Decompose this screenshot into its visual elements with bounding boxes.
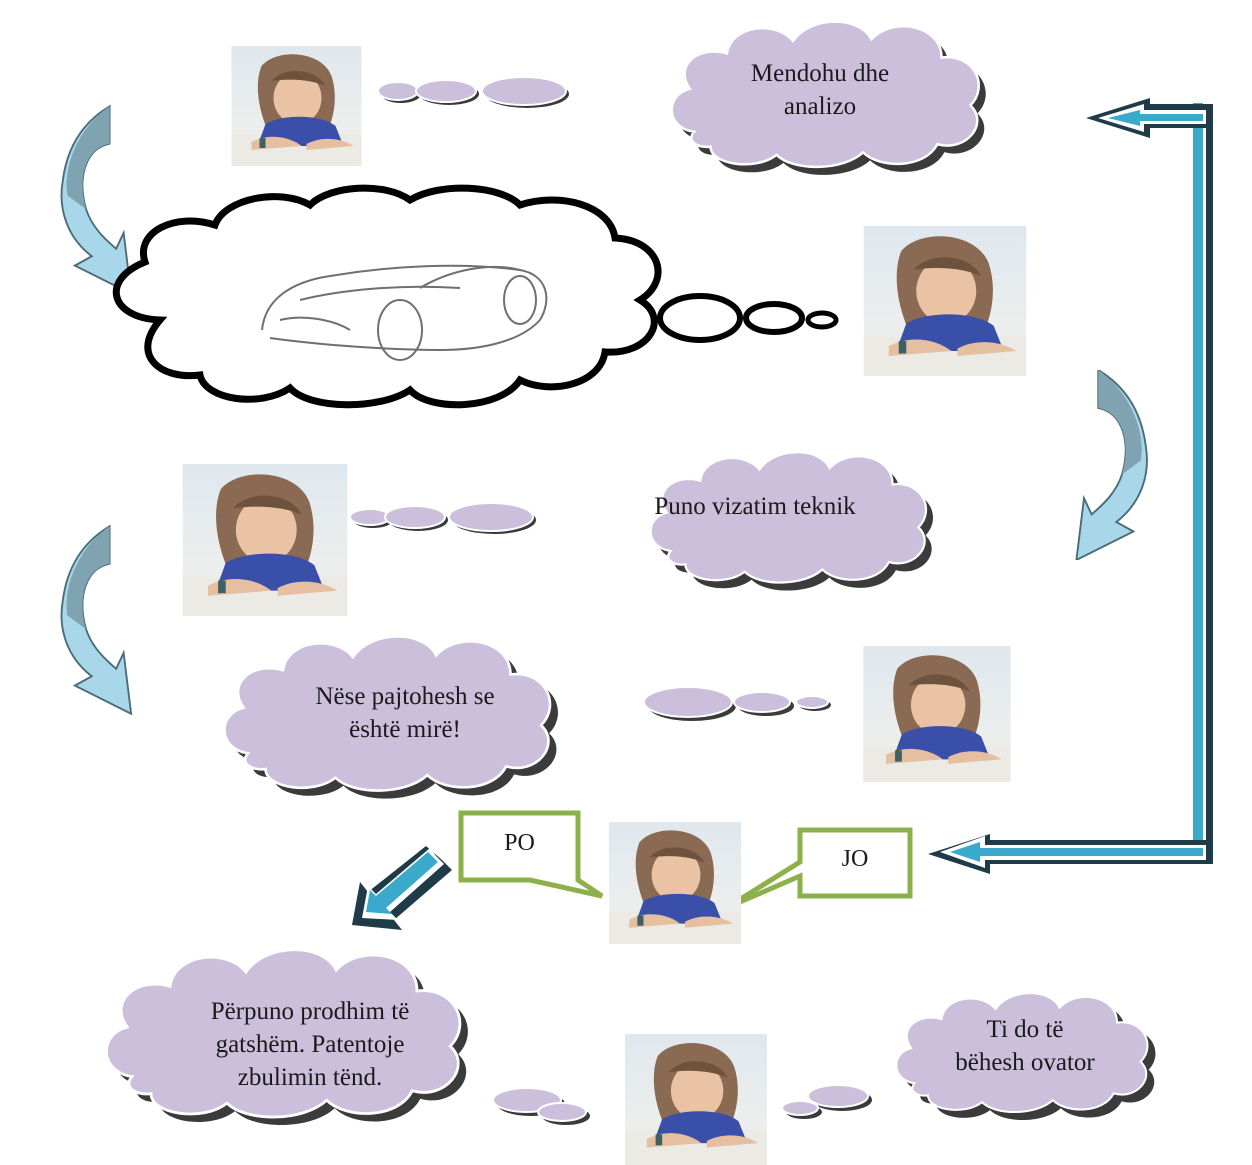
thought-agree-line1: Nëse pajtohesh se xyxy=(315,683,495,710)
callout-yes-label: PO xyxy=(504,830,535,856)
thought-produce-text: Përpuno prodhim të gatshëm. Patentoje zb… xyxy=(160,995,460,1094)
thought-innovator-line1: Ti do të xyxy=(986,1016,1064,1043)
thought-produce-line2: gatshëm. Patentoje xyxy=(215,1031,405,1058)
thought-produce-line3: zbulimin tënd. xyxy=(237,1064,383,1091)
thought-bubbles-drawing xyxy=(349,502,536,534)
car-sketch xyxy=(261,264,548,361)
thought-bubbles-innovator xyxy=(781,1084,872,1119)
curved-arrow-1-icon xyxy=(60,105,133,295)
thought-drawing-text: Puno vizatim teknik xyxy=(610,490,900,523)
callout-no xyxy=(724,827,913,911)
loop-back-arrow xyxy=(928,98,1213,874)
thought-bubbles-car xyxy=(657,293,839,343)
thought-produce-line1: Përpuno prodhim të xyxy=(210,998,410,1025)
callout-yes xyxy=(458,810,604,899)
girl-photo-2 xyxy=(863,226,1027,376)
thought-bubbles-agree xyxy=(643,686,831,721)
girl-photo-3 xyxy=(182,464,348,616)
thought-analyze-line2: analizo xyxy=(783,93,857,120)
curved-arrow-2-icon xyxy=(1075,370,1149,560)
thought-innovator-text: Ti do të bëhesh ovator xyxy=(915,1013,1135,1079)
girl-photo-1 xyxy=(231,46,362,166)
diagonal-arrow-icon xyxy=(352,846,452,930)
thought-drawing-line1: Puno vizatim teknik xyxy=(654,493,856,520)
callout-no-label: JO xyxy=(841,846,869,872)
girl-photo-4 xyxy=(863,646,1011,782)
girl-photo-6 xyxy=(625,1034,767,1165)
thought-agree-line2: është mirë! xyxy=(349,716,461,743)
thought-agree-text: Nëse pajtohesh se është mirë! xyxy=(270,680,540,746)
thought-bubbles-analyze xyxy=(377,76,569,108)
curved-arrow-3-icon xyxy=(60,525,133,715)
girl-photo-5 xyxy=(608,822,742,944)
thought-analyze-line1: Mendohu dhe xyxy=(750,60,890,87)
thought-bubbles-produce xyxy=(492,1087,590,1125)
thought-innovator-line2: bëhesh ovator xyxy=(955,1049,1095,1076)
thought-analyze-text: Mendohu dhe analizo xyxy=(700,57,940,123)
thought-cloud-car xyxy=(112,184,662,409)
